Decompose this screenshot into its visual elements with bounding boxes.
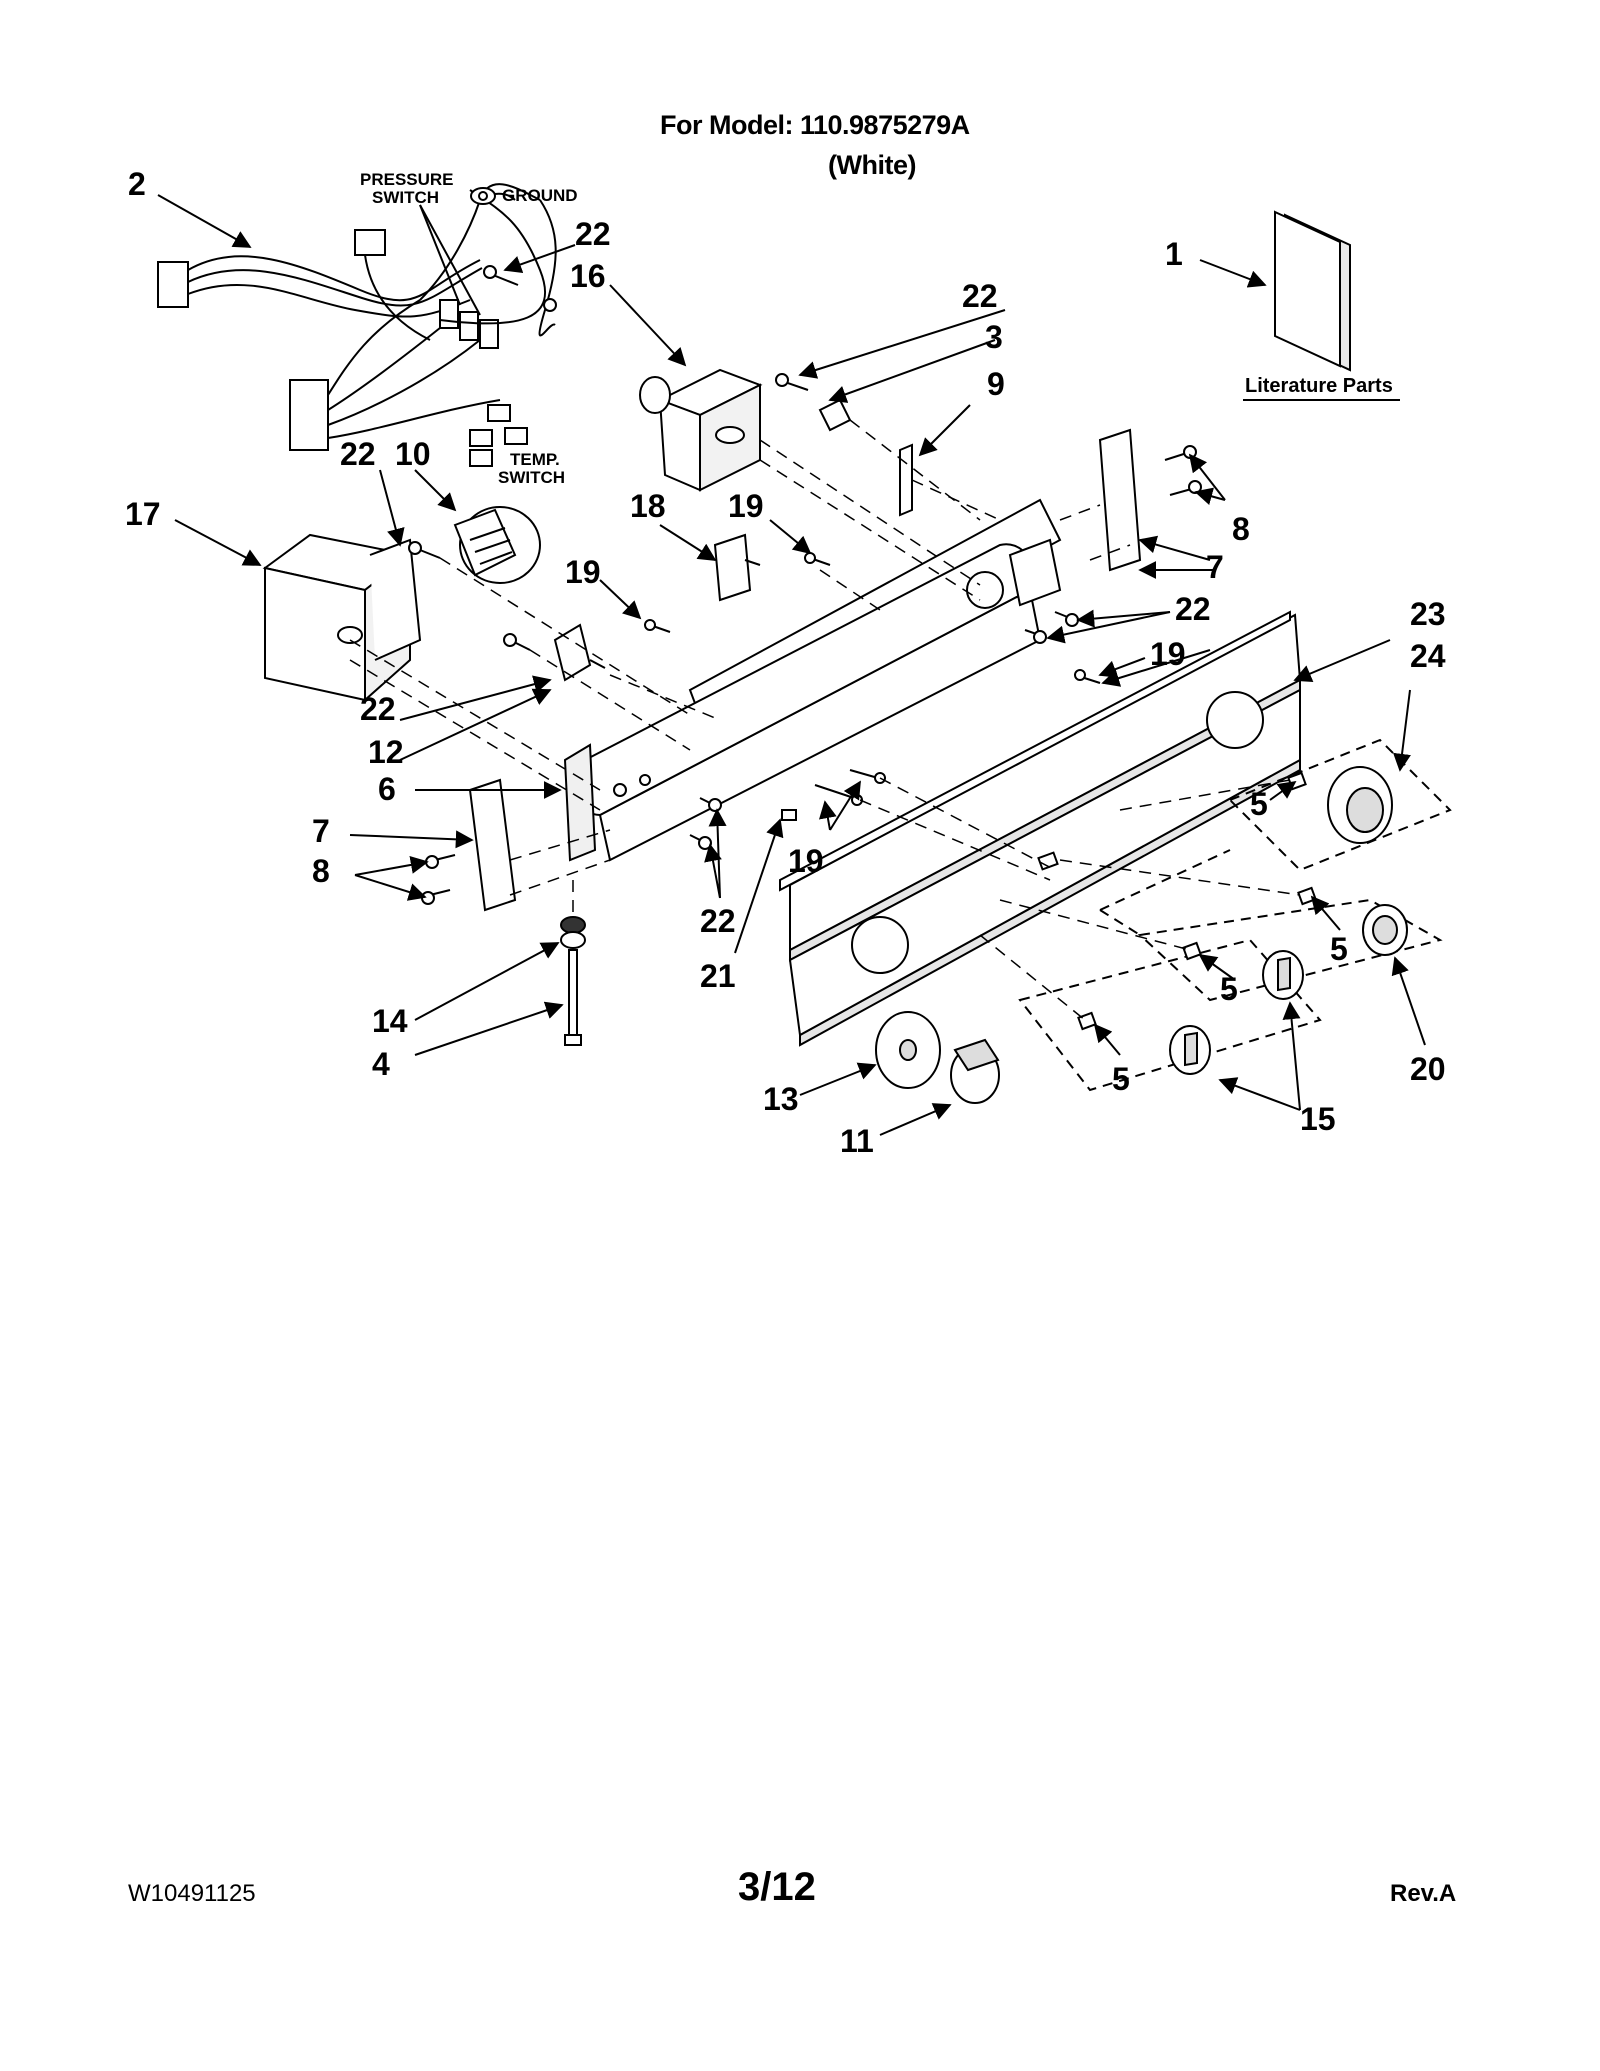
callout-10: 10	[395, 436, 431, 472]
callout-8-right: 8	[1232, 511, 1250, 547]
callout-20: 20	[1410, 1051, 1446, 1087]
console-panel	[563, 498, 1062, 862]
bracket-part-9	[899, 443, 913, 517]
callout-6: 6	[378, 771, 396, 807]
knob-15-lower	[1169, 1025, 1211, 1075]
model-color: (White)	[828, 150, 916, 180]
callout-5-middle: 5	[1220, 971, 1238, 1007]
callout-19-bottom: 19	[788, 843, 824, 879]
callout-5-middle-right: 5	[1330, 931, 1348, 967]
pressure-switch-10	[453, 506, 541, 584]
knob-11	[950, 1038, 1000, 1104]
switch-part-12	[553, 623, 606, 682]
callout-13: 13	[763, 1081, 799, 1117]
wire-harness	[157, 183, 557, 467]
callout-18: 18	[630, 488, 666, 524]
knob-skirt-13	[875, 1011, 941, 1089]
callout-3: 3	[985, 319, 1003, 355]
callout-22-lower-left: 22	[360, 691, 396, 727]
callout-22-right: 22	[1175, 591, 1211, 627]
callout-21: 21	[700, 958, 736, 994]
leader-lines	[157, 194, 1426, 1136]
revision-label: Rev.A	[1390, 1880, 1457, 1907]
callout-7-left: 7	[312, 813, 330, 849]
pressure-switch-label-2: SWITCH	[372, 188, 439, 207]
leveling-foot	[560, 916, 586, 1046]
switch-part-18	[713, 533, 761, 602]
callout-22-top-left: 22	[575, 216, 611, 252]
callout-19-right: 19	[1150, 636, 1186, 672]
callout-1: 1	[1165, 236, 1183, 272]
end-bracket-7-left	[468, 778, 517, 912]
document-number: W10491125	[128, 1880, 256, 1907]
callout-4: 4	[372, 1046, 390, 1082]
literature-parts-booklet	[1274, 210, 1351, 372]
knob-20	[1362, 904, 1408, 956]
callout-14: 14	[372, 1003, 408, 1039]
callout-17: 17	[125, 496, 161, 532]
temp-switch-label-1: TEMP.	[510, 450, 560, 469]
pressure-switch-label-1: PRESSURE	[360, 170, 454, 189]
callout-12: 12	[368, 734, 404, 770]
timer-box	[262, 533, 422, 703]
callout-16: 16	[570, 258, 606, 294]
knob-15-upper	[1262, 950, 1304, 1000]
literature-parts-label: Literature Parts	[1245, 375, 1393, 397]
timer-motor-16	[639, 368, 763, 492]
callout-15: 15	[1300, 1101, 1336, 1137]
callout-22-top-center: 22	[962, 278, 998, 314]
ground-label: GROUND	[502, 186, 578, 205]
knob-group-boxes	[1018, 738, 1452, 1092]
page-number: 3/12	[738, 1865, 816, 1909]
callout-7-right: 7	[1206, 549, 1224, 585]
callout-24: 24	[1410, 638, 1446, 674]
callout-8-left: 8	[312, 853, 330, 889]
callout-9: 9	[987, 366, 1005, 402]
callout-22-bottom: 22	[700, 903, 736, 939]
knob-24	[1327, 766, 1393, 844]
callout-23: 23	[1410, 596, 1446, 632]
callout-5-bottom: 5	[1112, 1061, 1130, 1097]
switch-part-3	[818, 398, 852, 432]
callout-19-left: 19	[565, 554, 601, 590]
callout-5-top: 5	[1250, 786, 1268, 822]
callout-19-top: 19	[728, 488, 764, 524]
temp-switch-label-2: SWITCH	[498, 468, 565, 487]
model-title: For Model: 110.9875279A	[660, 110, 970, 140]
callout-22-left: 22	[340, 436, 376, 472]
callout-2: 2	[128, 166, 146, 202]
end-bracket-7-right	[1098, 428, 1142, 572]
callout-11: 11	[840, 1123, 874, 1159]
